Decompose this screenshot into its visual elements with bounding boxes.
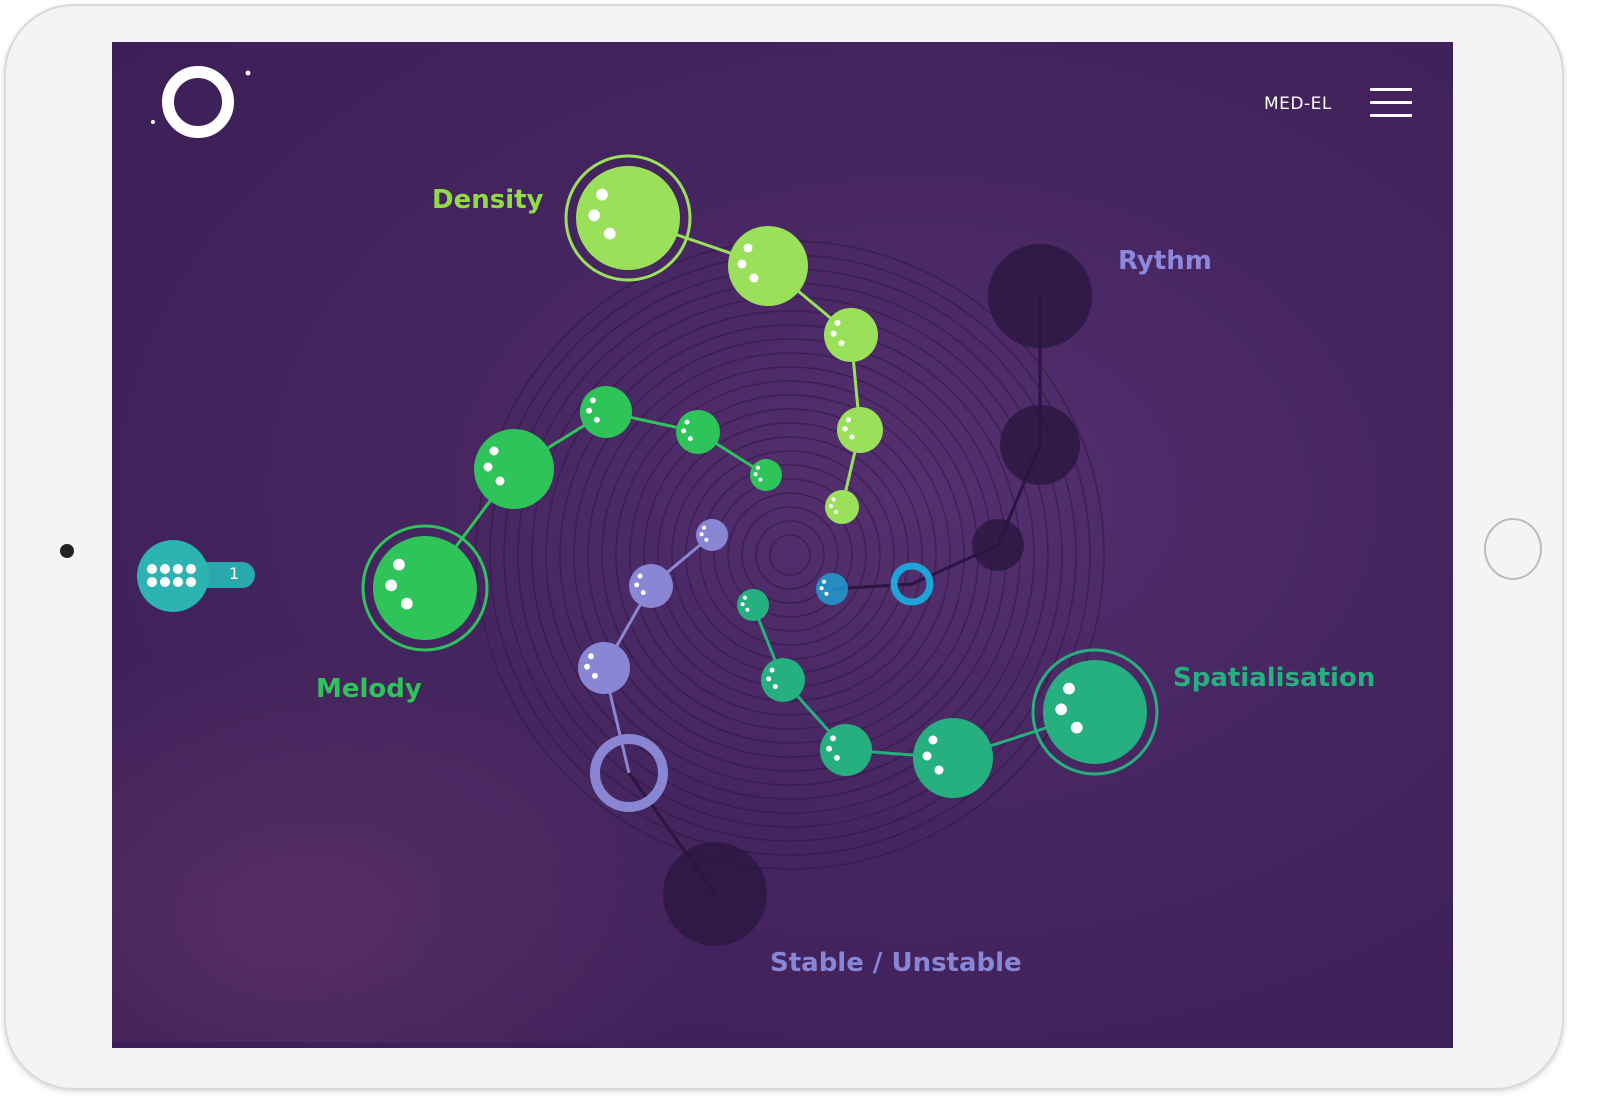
player-badge-circle [137,540,209,612]
background-ring [615,380,965,730]
label-stable-unstable[interactable]: Stable / Unstable [770,948,1022,978]
background-ring [657,422,923,688]
rythm-node[interactable] [972,519,1024,571]
background-ring [643,408,937,702]
spatialisation-node[interactable] [820,724,872,776]
background-ring [769,534,811,576]
camera [60,544,74,558]
spatialisation-node[interactable] [1031,648,1159,776]
brand-name[interactable]: MED-EL [1264,94,1332,114]
background-glow [112,642,712,1042]
dots-icon [147,564,203,587]
circle-logo-icon[interactable] [151,66,251,138]
melody-node[interactable] [750,459,782,491]
player-count: 1 [229,564,240,583]
spatialisation-node[interactable] [913,718,993,798]
player-badge[interactable]: 1 [137,540,255,614]
app-screen: Density Rythm Melody Spatialisation Stab… [112,42,1453,1048]
density-node[interactable] [728,226,808,306]
background-ring [741,506,839,604]
background-ring [629,394,951,716]
label-melody[interactable]: Melody [316,674,422,704]
hamburger-menu-icon[interactable] [1370,88,1412,118]
stable-dark-node[interactable] [663,842,767,946]
background-ring [685,450,895,660]
melody-node[interactable] [580,386,632,438]
background-ring [727,492,853,618]
background-ring [559,324,1021,786]
label-spatialisation[interactable]: Spatialisation [1173,663,1376,693]
spiral-graph [151,66,1159,946]
density-node[interactable] [837,407,883,453]
density-node[interactable] [824,308,878,362]
stable-link [602,533,713,774]
stable-node[interactable] [696,519,728,551]
background-ring [545,310,1035,800]
spatialisation-node[interactable] [761,658,805,702]
rythm-node[interactable] [1000,405,1080,485]
background-ring [713,478,867,632]
melody-node[interactable] [474,429,554,509]
spatialisation-node[interactable] [737,589,769,621]
label-rythm[interactable]: Rythm [1118,246,1212,276]
stable-node[interactable] [629,564,673,608]
background-ring [755,520,825,590]
background-ring [671,436,909,674]
rythm-node[interactable] [890,562,934,606]
stable-node[interactable] [590,734,668,812]
density-node[interactable] [825,490,859,524]
background-ring [699,464,881,646]
background-ring [573,338,1007,772]
density-node[interactable] [564,154,692,282]
home-button[interactable] [1484,518,1542,580]
label-density[interactable]: Density [432,185,544,215]
melody-node[interactable] [361,524,489,652]
rythm-node[interactable] [816,573,848,605]
melody-node[interactable] [676,410,720,454]
stable-node[interactable] [578,642,630,694]
rythm-node[interactable] [988,244,1092,348]
